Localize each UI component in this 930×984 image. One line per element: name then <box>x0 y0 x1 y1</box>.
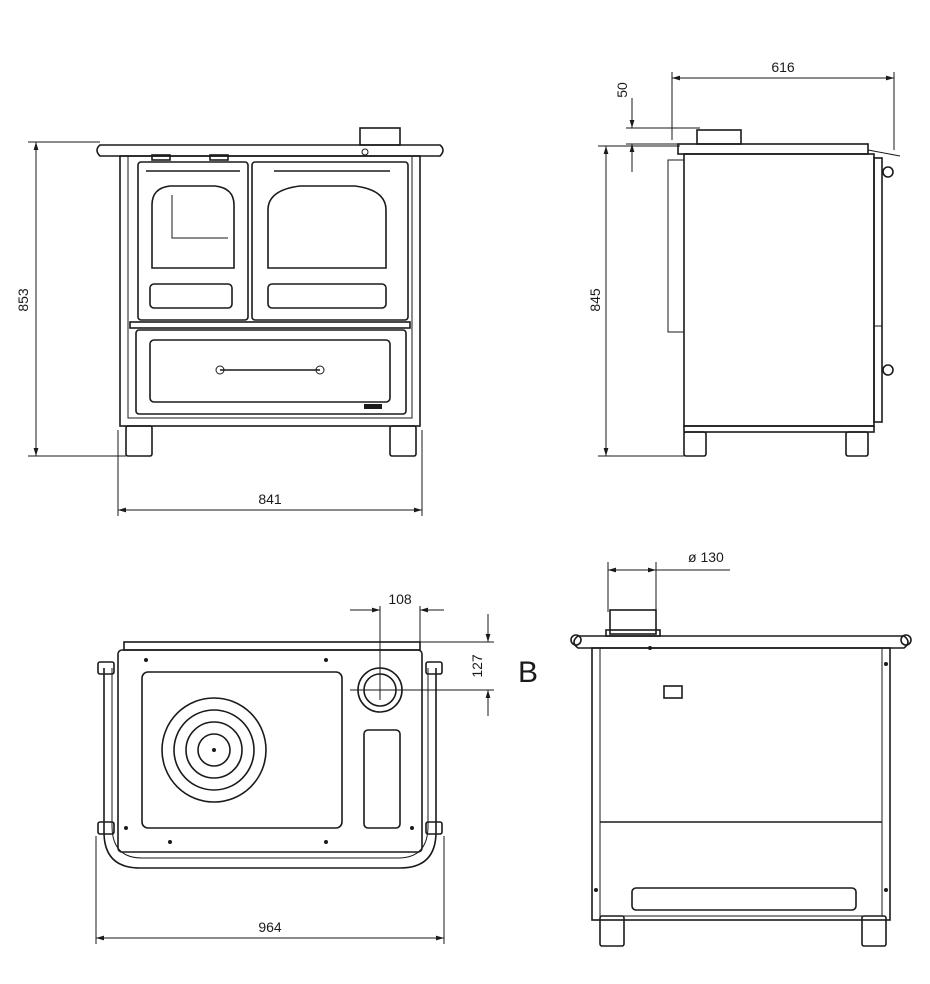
flue-diameter-dimension: ø 130 <box>607 549 730 612</box>
flue-diameter-label: ø 130 <box>688 549 724 565</box>
front-width-dimension: 841 <box>117 430 423 516</box>
side-depth-label: 616 <box>771 59 795 75</box>
front-width-label: 841 <box>258 491 282 507</box>
flue-offset-x-label: 108 <box>388 591 412 607</box>
top-view <box>97 641 443 869</box>
top-width-dimension: 964 <box>95 836 445 944</box>
side-view <box>667 129 901 457</box>
side-height-dimension: 845 <box>587 145 684 457</box>
side-top-offset-dimension: 50 <box>614 82 700 172</box>
side-depth-dimension: 616 <box>671 59 895 150</box>
side-top-offset-label: 50 <box>614 82 630 98</box>
front-view <box>96 127 444 457</box>
front-height-dimension: 853 <box>15 141 126 457</box>
side-height-label: 845 <box>587 288 603 312</box>
rear-view <box>570 609 912 947</box>
top-width-label: 964 <box>258 919 282 935</box>
front-height-label: 853 <box>15 288 31 312</box>
view-label-b: B <box>518 656 538 689</box>
flue-offset-y-label: 127 <box>469 654 485 678</box>
flue-offset-y-dimension: 127 <box>350 614 494 716</box>
flue-offset-x-dimension: 108 <box>350 591 444 700</box>
